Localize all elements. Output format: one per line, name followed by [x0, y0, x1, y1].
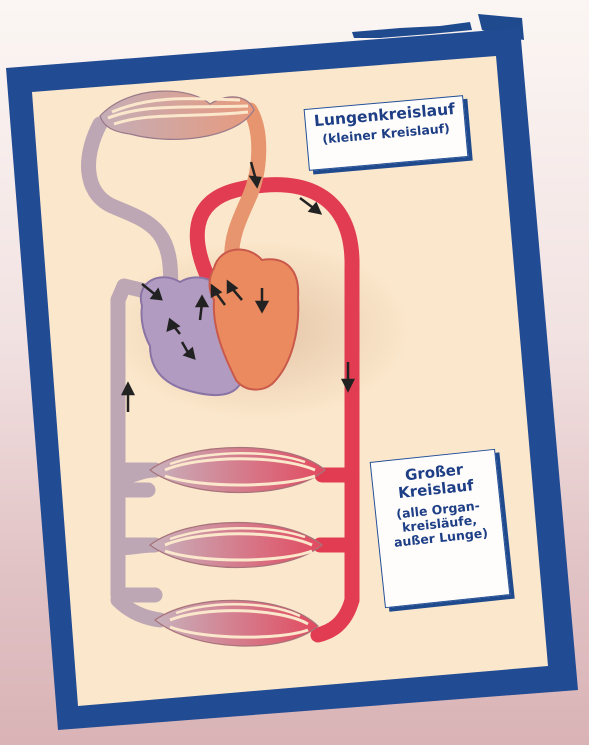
vein-branch [118, 470, 155, 478]
systemic-subtitle: (alle Organ- kreisläufe, außer Lunge) [376, 496, 504, 552]
systemic-circulation-label: Großer Kreislauf (alle Organ- kreisläufe… [370, 449, 511, 608]
vein-branch [118, 545, 155, 548]
